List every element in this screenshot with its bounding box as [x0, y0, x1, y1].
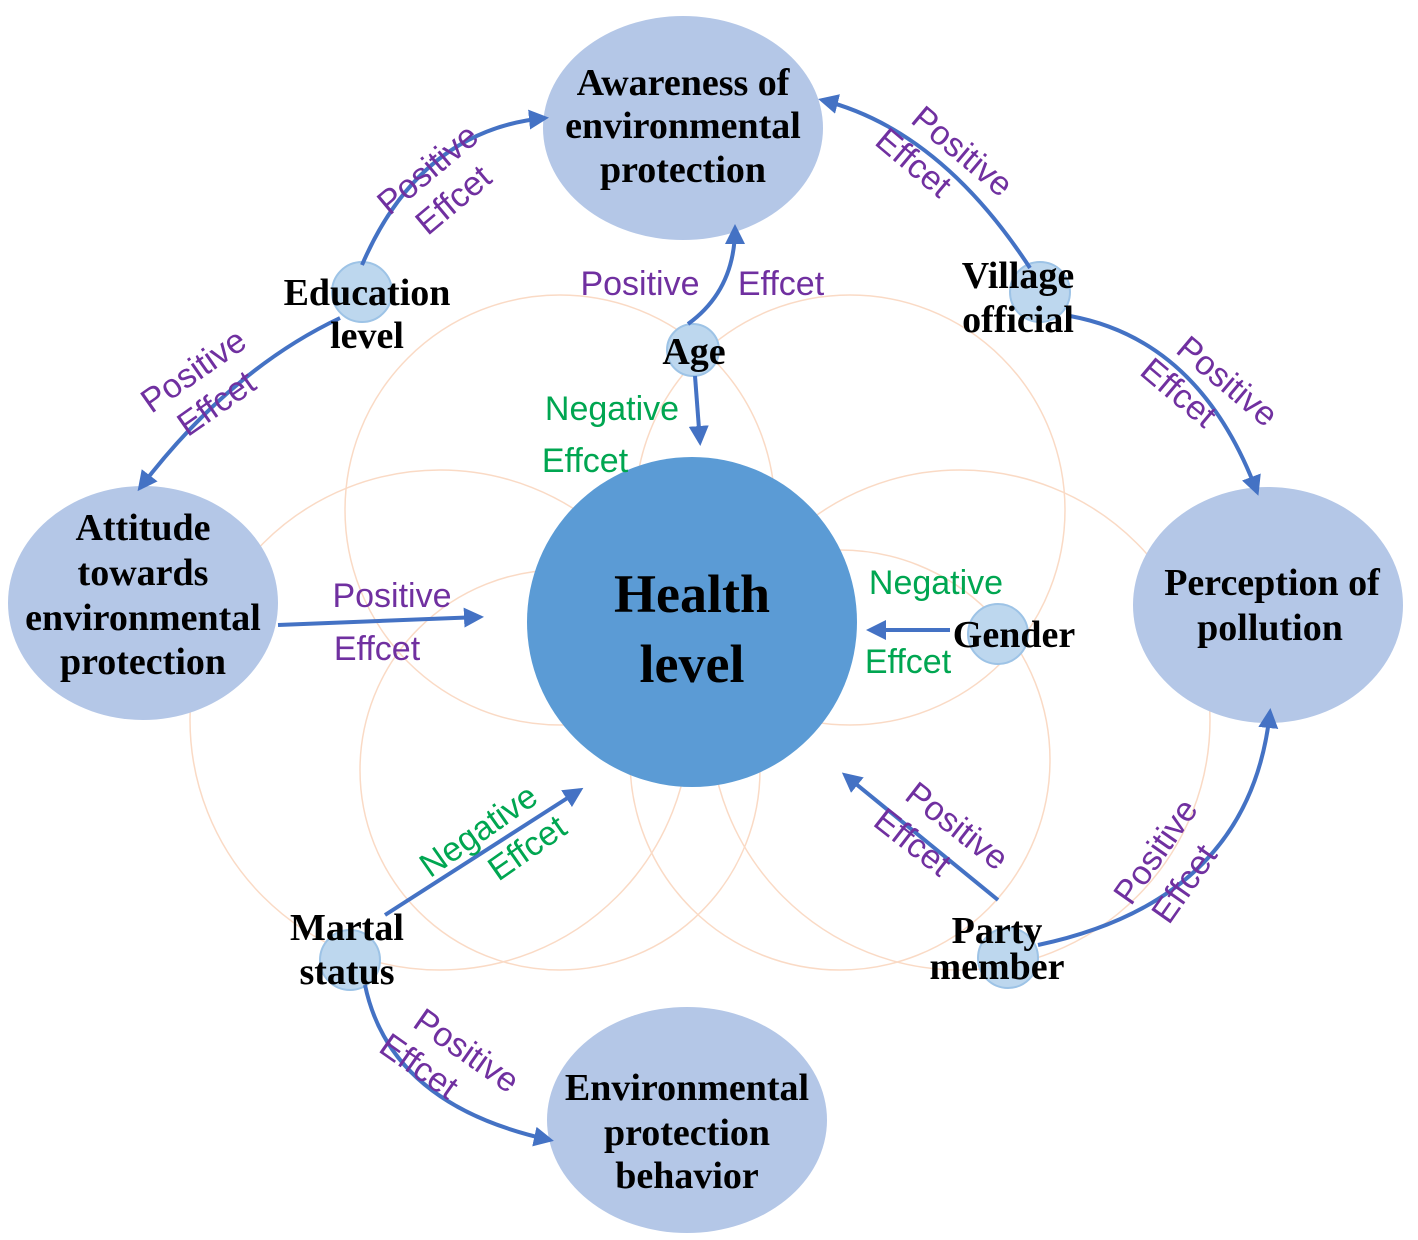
village-dot	[1009, 261, 1071, 323]
health-line1: Health	[614, 564, 770, 624]
arrow-marital-health	[383, 787, 584, 917]
gender-label: Gender	[953, 614, 1076, 656]
behavior-line1: Environmental	[565, 1067, 809, 1109]
edge-age-awareness-line1: Positive	[580, 265, 699, 303]
edge-age-health-line1: Negative	[545, 390, 679, 428]
edge-party-health-label: Positive Effcet	[867, 775, 1016, 885]
arrow-attitude-health	[277, 607, 484, 628]
village-line1: Village	[962, 255, 1075, 297]
arrows	[137, 94, 1279, 1147]
edge-party-perception-label: Positive Effcet	[1106, 792, 1225, 930]
party-dot	[977, 927, 1039, 989]
party-line1: Party	[952, 910, 1043, 952]
edge-attitude-health-label: Positive Effcet	[332, 577, 451, 668]
attitude-line3: environmental	[25, 597, 261, 639]
party-line2: member	[929, 946, 1064, 988]
health-level-label: Health level	[614, 564, 770, 694]
arrow-party-health	[841, 772, 1000, 902]
health-line2: level	[640, 634, 745, 694]
behavior-line2: protection	[604, 1112, 770, 1154]
edge-gender-health-label: Negative Effcet	[865, 564, 1003, 681]
edge-marital-behavior-label: Positive Effcet	[373, 1001, 526, 1107]
village-line2: official	[962, 299, 1074, 341]
edge-gender-health-line1: Negative	[869, 564, 1003, 602]
age-dot	[666, 323, 720, 377]
party-label: Party member	[929, 910, 1064, 988]
health-level-node	[527, 457, 857, 787]
gender-dot	[967, 603, 1029, 665]
perception-line1: Perception of	[1164, 562, 1381, 604]
edge-age-health-line2: Effcet	[542, 442, 629, 480]
edge-gender-health-line2: Effcet	[865, 643, 952, 681]
edge-age-awareness-line2: Effcet	[738, 265, 825, 303]
attitude-line4: protection	[60, 641, 226, 683]
attitude-label: Attitude towards environmental protectio…	[25, 507, 261, 683]
edge-age-awareness-label: Positive Effcet	[580, 265, 824, 303]
perception-node	[1133, 487, 1403, 723]
marital-label: Martal status	[290, 907, 404, 993]
edge-village-perception-label: Positive Effcet	[1133, 329, 1285, 436]
behavior-node	[547, 1007, 827, 1233]
education-label: Education level	[284, 272, 451, 357]
perception-line2: pollution	[1197, 607, 1343, 649]
village-label: Village official	[962, 255, 1075, 341]
education-line1: Education	[284, 272, 451, 314]
edge-age-health-label: Negative Effcet	[542, 390, 679, 480]
attitude-line1: Attitude	[75, 507, 210, 549]
education-line2: level	[330, 315, 404, 357]
arrow-village-perception	[1069, 314, 1261, 496]
arrow-age-health	[688, 375, 709, 446]
behavior-label: Environmental protection behavior	[565, 1067, 809, 1197]
arrow-edu-attitude	[137, 316, 341, 492]
edge-edu-awareness-label: Positive Effcet	[370, 117, 499, 243]
arrow-edu-awareness	[360, 109, 549, 266]
age-label: Age	[662, 331, 725, 373]
edge-attitude-health-line2: Effcet	[334, 630, 421, 668]
edge-edu-attitude-label: Positive Effcet	[134, 321, 263, 444]
awareness-node	[543, 16, 823, 240]
attitude-line2: towards	[78, 552, 209, 594]
awareness-label: Awareness of environmental protection	[565, 62, 801, 191]
marital-line1: Martal	[290, 907, 404, 949]
edge-attitude-health-line1: Positive	[332, 577, 451, 615]
marital-dot	[319, 929, 381, 991]
awareness-line3: protection	[600, 149, 766, 191]
awareness-line1: Awareness of	[577, 62, 791, 104]
behavior-line3: behavior	[615, 1155, 759, 1197]
factor-circles	[319, 261, 1071, 991]
marital-line2: status	[299, 951, 394, 993]
attitude-node	[8, 486, 278, 720]
arrow-age-awareness	[686, 224, 745, 326]
arrow-village-awareness	[818, 94, 1032, 270]
perception-label: Perception of pollution	[1164, 562, 1381, 649]
edge-village-awareness-label: Positive Effcet	[868, 99, 1020, 206]
awareness-line2: environmental	[565, 105, 801, 147]
arrow-marital-behavior	[363, 984, 554, 1147]
arrow-party-perception	[1037, 708, 1279, 947]
